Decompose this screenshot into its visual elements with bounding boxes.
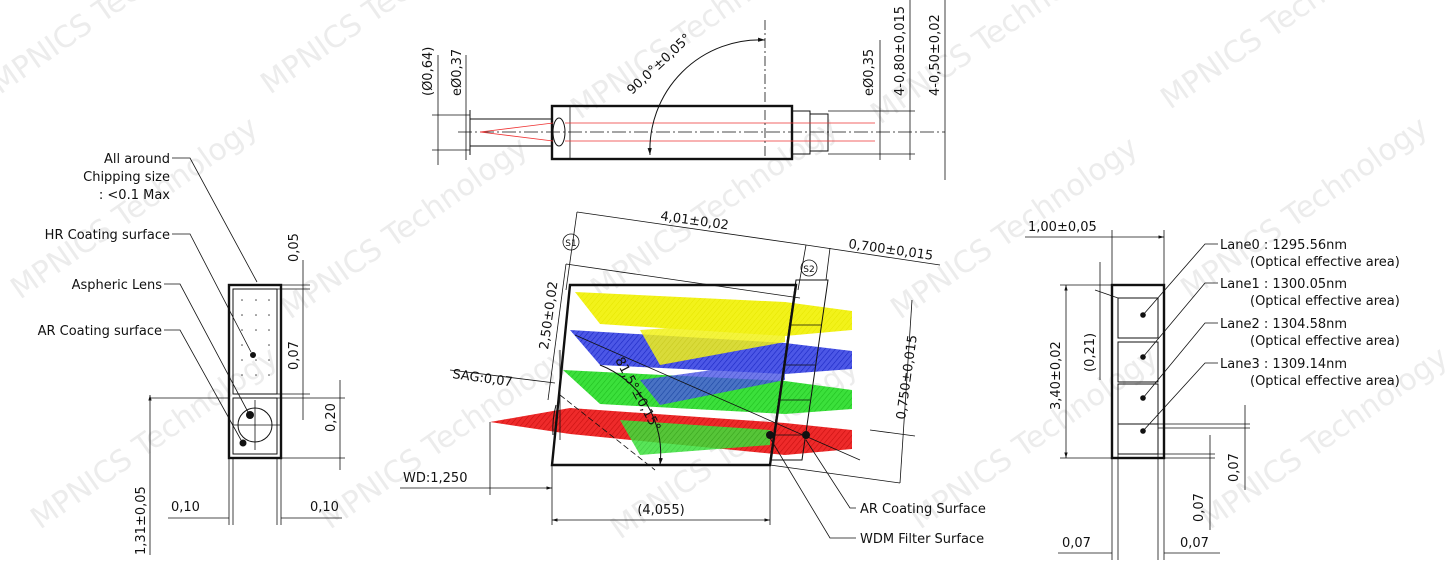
dim-base-length: (4,055) [637,503,684,518]
lane1-label: Lane1 : 1300.05nm [1220,277,1347,292]
watermark: MPNICS Technology [315,340,575,537]
dim-left-margin: 0,10 [171,500,200,515]
label-hr-coating: HR Coating surface [45,228,170,243]
dim-height-250: 2,50±0,02 [537,280,561,350]
lane1-note: (Optical effective area) [1250,294,1400,309]
dim-diameter-064: (Ø0,64) [421,47,436,96]
callout-wdm-filter: WDM Filter Surface [860,532,984,547]
watermark: MPNICS Technology [0,0,244,102]
dim-working-distance: WD:1,250 [403,471,467,486]
surface-mark-s2: S2 [803,265,814,275]
dim-pitch-0750: 0,750±0,015 [894,334,921,421]
label-all-around: All around [104,152,170,167]
label-aspheric-lens: Aspheric Lens [72,278,163,293]
dim-height-340: 3,40±0,02 [1049,341,1064,410]
surface-mark-s1: S1 [565,239,576,249]
label-chipping-max: : <0.1 Max [99,188,170,203]
dim-width-100: 1,00±0,05 [1028,220,1097,235]
callout-ar-coating: AR Coating Surface [860,502,986,517]
watermark: MPNICS Technology [1155,0,1415,117]
dim-filter-thickness: 0,700±0,015 [847,237,934,264]
watermark: MPNICS Technology [585,110,845,307]
lane0-label: Lane0 : 1295.56nm [1220,238,1347,253]
lane2-label: Lane2 : 1304.58nm [1220,317,1347,332]
dim-body-offset: 0,07 [287,341,302,370]
dim-gap-lower: 0,07 [1192,493,1207,522]
lane2-note: (Optical effective area) [1250,334,1400,349]
watermark: MPNICS Technology [25,340,285,537]
dim-pitch-080: 4-0,80±0,015 [893,6,908,96]
label-chipping-size: Chipping size [83,170,170,185]
watermark: MPNICS Technology [565,0,825,127]
dim-margin-right: 0,07 [1180,536,1209,551]
dim-right-margin: 0,10 [310,500,339,515]
lane3-label: Lane3 : 1309.14nm [1220,357,1347,372]
dim-hr-offset: 0,05 [287,233,302,262]
left-view: All around Chipping size : <0.1 Max HR C… [38,152,345,555]
watermark: MPNICS Technology [275,130,535,327]
dim-lens-height: 0,20 [324,403,339,432]
watermark: MPNICS Technology [255,0,515,102]
right-view: Lane0 : 1295.56nm (Optical effective are… [1025,220,1400,560]
dim-pitch-050: 4-0,50±0,02 [928,14,943,96]
dim-height-131: 1,31±0,05 [134,486,149,555]
lane0-note: (Optical effective area) [1250,255,1400,270]
dim-offset-021: (0,21) [1083,333,1098,372]
lane3-note: (Optical effective area) [1250,374,1400,389]
dim-gap-upper: 0,07 [1227,453,1242,482]
dim-margin-left: 0,07 [1062,536,1091,551]
dim-sag: SAG:0,07 [451,367,513,390]
dim-diameter-035: eØ0,35 [862,49,877,96]
label-ar-coating: AR Coating surface [38,324,162,339]
watermark: MPNICS Technology [885,130,1145,327]
dim-diameter-037: eØ0,37 [450,49,465,96]
